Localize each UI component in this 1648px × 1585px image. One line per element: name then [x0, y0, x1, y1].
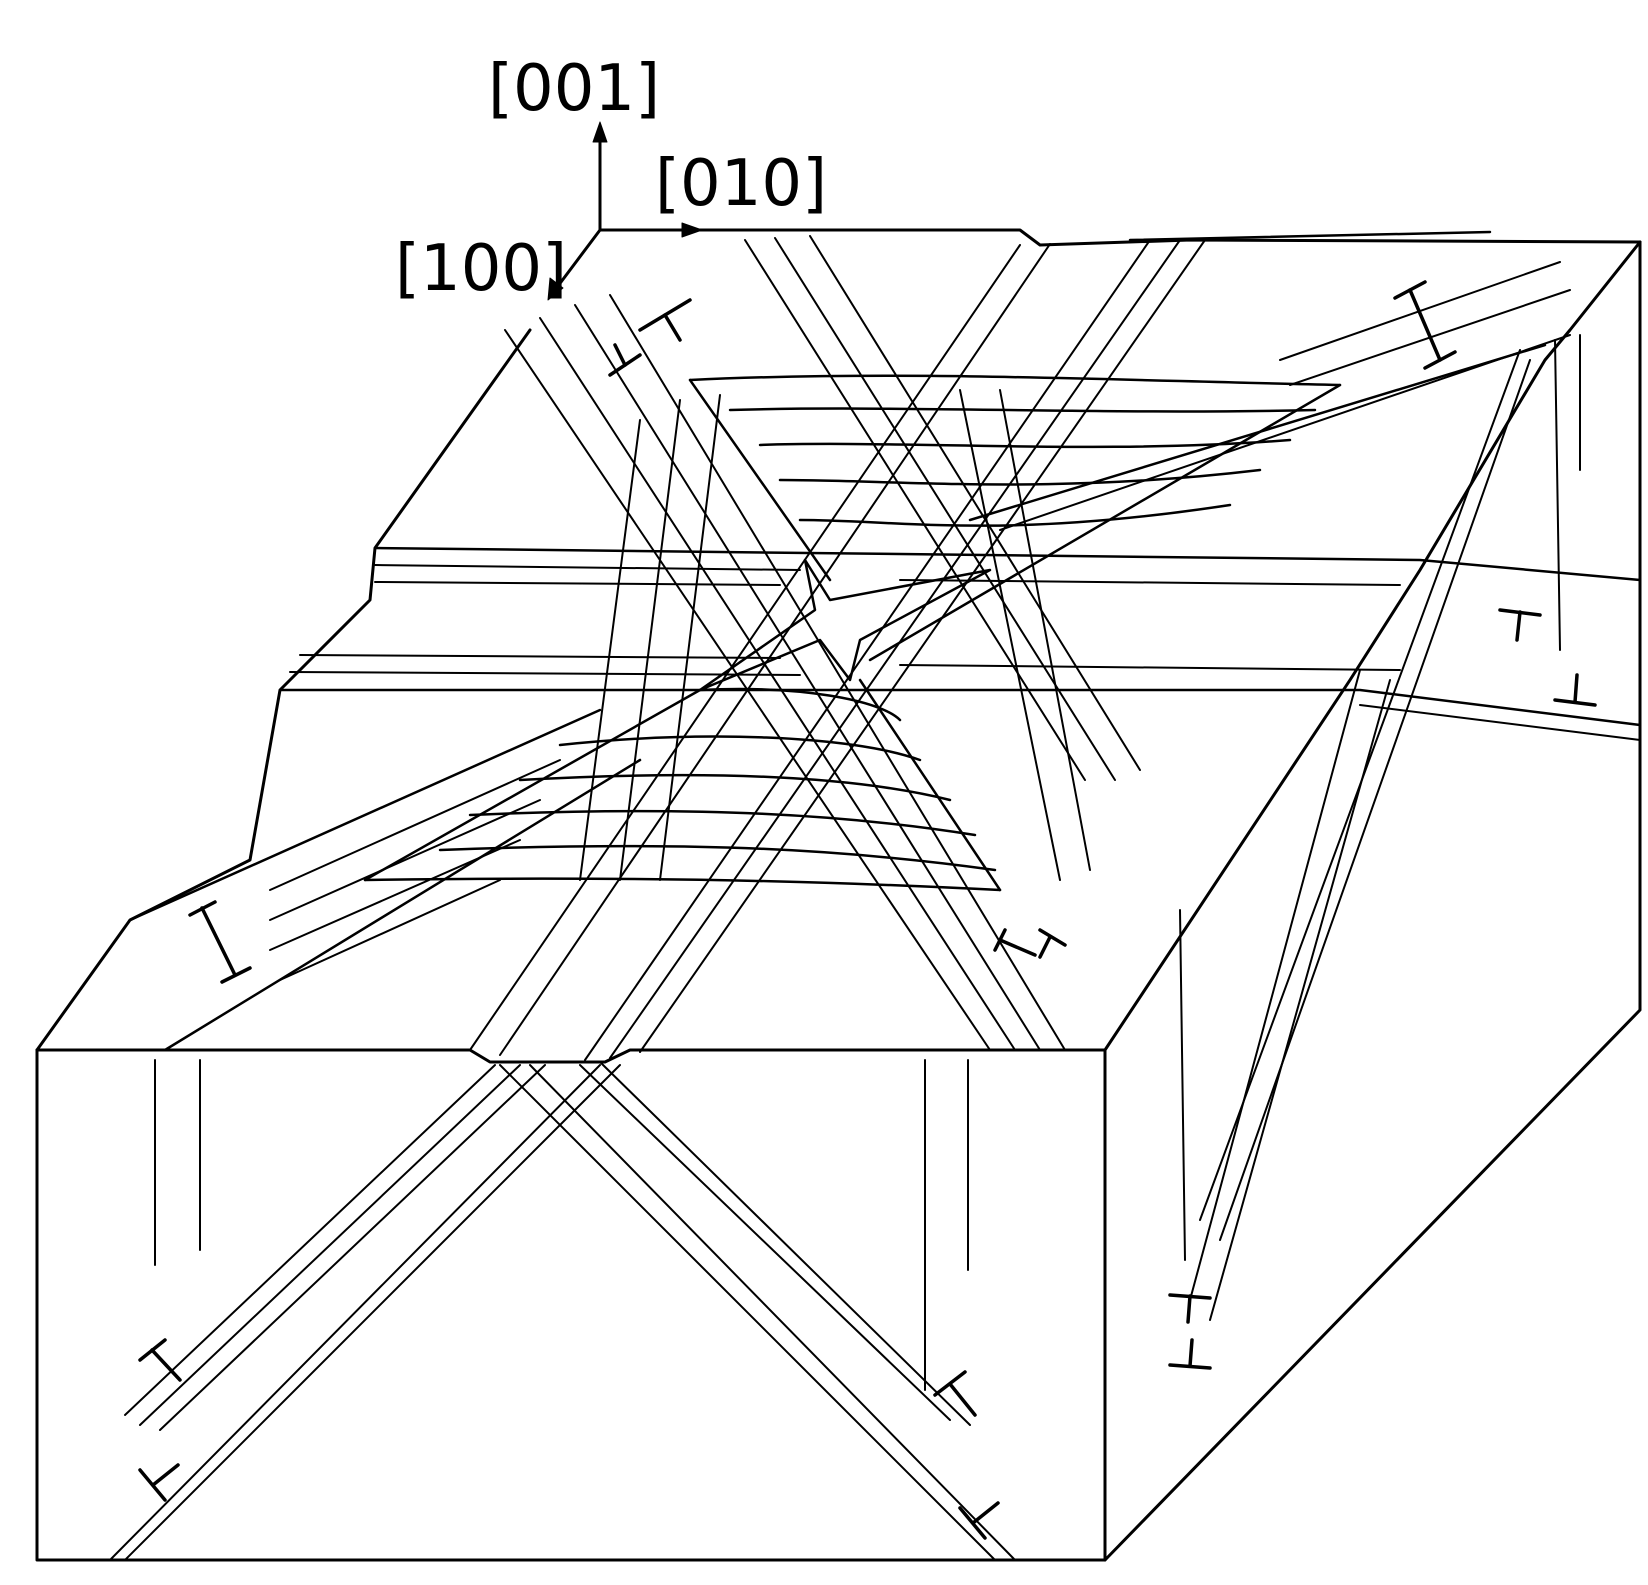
slip-traces-left-family [504, 235, 1141, 1051]
axis-100-arrowhead [547, 277, 564, 301]
lower-left-slip-band [128, 708, 642, 1052]
top-back-edge [598, 228, 1642, 247]
central-pyramid [363, 374, 1342, 892]
dislocation-symbol-right-face-lower [1168, 1338, 1212, 1370]
top-right-edge [1103, 240, 1642, 1052]
crystal-block [35, 228, 1642, 1562]
dislocation-symbol-front-right-lower [958, 1501, 1000, 1540]
axis-label-100: [100] [395, 232, 567, 306]
dislocation-symbol-front-left-upper [138, 1338, 182, 1382]
dislocation-symbol-front-left-lower [138, 1463, 180, 1502]
front-face-traces [109, 1059, 1016, 1561]
top-front-edge [35, 1048, 1107, 1064]
axis-label-010: [010] [655, 147, 827, 221]
dislocation-symbol-front-right-upper [933, 1370, 977, 1417]
front-face-outline [35, 1048, 1107, 1562]
right-face-traces [1179, 334, 1581, 1321]
upper-right-slip-band [968, 230, 1571, 531]
dislocation-symbol-right-face-upper [1168, 1293, 1212, 1324]
axis-100-line [553, 228, 602, 292]
dislocation-symbol-top-right [1393, 280, 1457, 370]
axis-010-arrowhead [681, 222, 703, 238]
dislocation-symbol-left [188, 900, 252, 984]
dislocation-symbol-center-bottom [993, 928, 1067, 959]
coordinate-axes: [001] [010] [100] [395, 52, 827, 306]
dislocation-symbol-top-left [608, 298, 692, 377]
dislocation-symbol-right-lower [1553, 673, 1597, 707]
pyramid-apex [698, 558, 992, 692]
axis-label-001: [001] [488, 52, 660, 126]
dislocation-symbol-right-upper [1498, 608, 1542, 642]
horizontal-slip-band [278, 546, 1642, 741]
right-face-outline [1103, 240, 1642, 1562]
axis-001-arrowhead [592, 121, 608, 143]
dislocation-symbols [138, 280, 1597, 1540]
slip-traces-right-family [469, 239, 1206, 1061]
